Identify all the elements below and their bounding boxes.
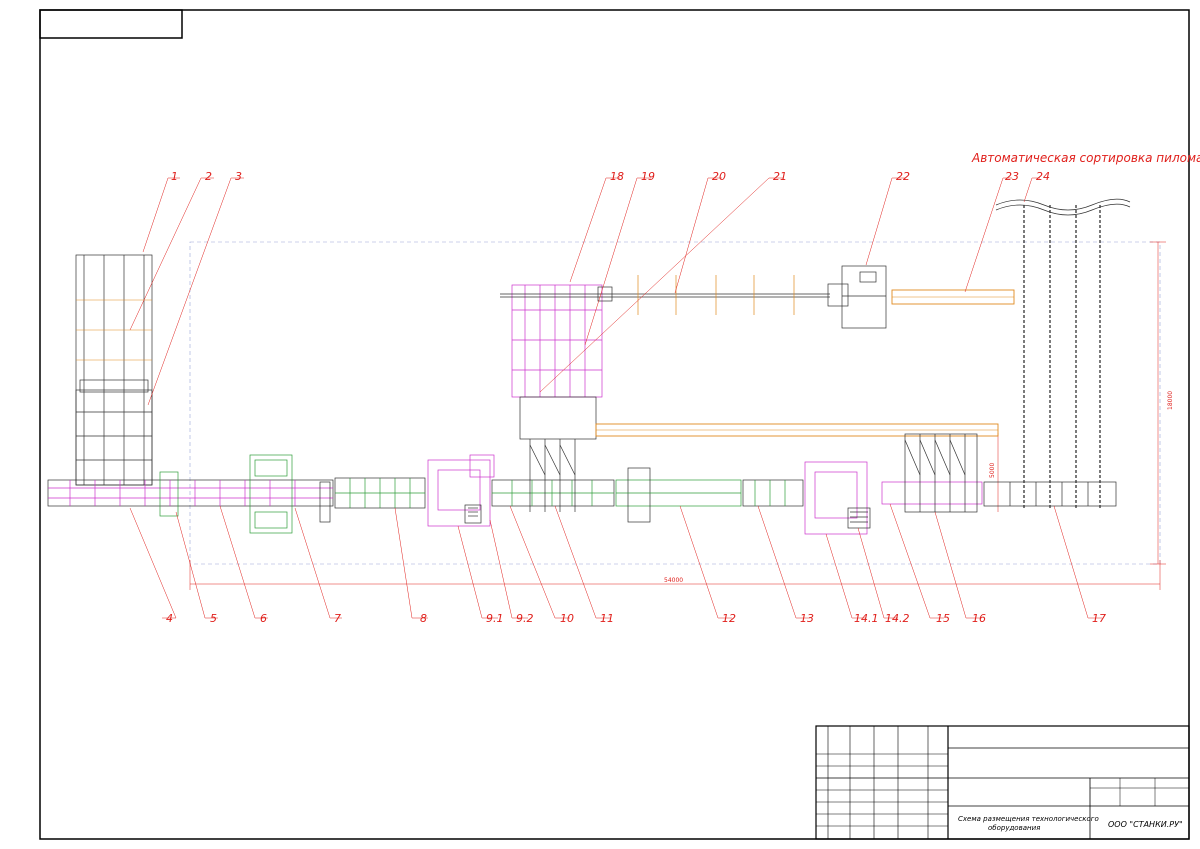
callout-label: 13: [800, 612, 814, 625]
callout-leaders-top: [129, 177, 1040, 406]
callout-label: 3: [235, 170, 242, 183]
dimension-small-label: 5000: [989, 463, 996, 478]
transfer-conveyor-10-11: [491, 479, 615, 507]
dimension-width: 18000: [1150, 241, 1174, 565]
corner-stamp-box: [39, 9, 183, 39]
title-block-caption-line2: оборудования: [988, 824, 1040, 832]
conveyor-12: [615, 467, 742, 523]
callout-label: 17: [1092, 612, 1106, 625]
main-infeed-conveyor: [47, 454, 334, 534]
callout-label: 2: [205, 170, 212, 183]
callout-label: 15: [936, 612, 950, 625]
callout-label: 19: [641, 170, 655, 183]
sorting-rails-24: [995, 198, 1131, 510]
callout-label: 8: [420, 612, 427, 625]
title-block-company: ООО "СТАНКИ.РУ": [1108, 820, 1183, 829]
callout-leaders-bottom: [129, 503, 1102, 619]
transfer-beam-21: [595, 423, 999, 437]
callout-label: 11: [600, 612, 614, 625]
processing-machine-14: [804, 461, 871, 535]
upper-rail-20: [500, 275, 830, 315]
callout-label: 5: [210, 612, 217, 625]
callout-labels-top: 1 2 3 18 19 20 21 22 23 24: [171, 170, 1050, 183]
title-block-caption-line1: Схема размещения технологического: [958, 815, 1099, 823]
callout-label: 12: [722, 612, 736, 625]
callout-label: 21: [773, 170, 787, 183]
callout-label: 10: [560, 612, 574, 625]
plant-envelope: [189, 241, 1161, 565]
callout-label: 16: [972, 612, 986, 625]
stacker-machine-22: [827, 265, 887, 329]
drawing-title: Автоматическая сортировка пиломатериала: [971, 151, 1200, 165]
dimension-small: 5000: [989, 433, 999, 512]
infeed-deck: [75, 254, 153, 486]
callout-labels-bottom: 4 5 6 7 8 9.1 9.2 10 11 12 13 14.1 14.2 …: [166, 612, 1106, 625]
dimension-length: 54000: [189, 560, 1161, 590]
dimension-length-label: 54000: [664, 577, 683, 584]
callout-label: 20: [712, 170, 726, 183]
callout-label: 24: [1036, 170, 1050, 183]
callout-label: 9.1: [486, 612, 504, 625]
scanner-station-9: [427, 454, 495, 527]
roller-conveyor-8: [334, 477, 426, 509]
callout-label: 23: [1005, 170, 1019, 183]
callout-label: 14.1: [854, 612, 879, 625]
dimension-width-label: 18000: [1167, 391, 1174, 410]
callout-label: 14.2: [885, 612, 910, 625]
callout-label: 6: [260, 612, 267, 625]
end-sorter-15-16: [881, 433, 983, 513]
callout-label: 4: [166, 612, 173, 625]
callout-label: 1: [171, 170, 178, 183]
stacker-feed-23: [891, 289, 1015, 305]
conveyor-13: [742, 479, 804, 507]
callout-label: 18: [610, 170, 624, 183]
title-block: [815, 725, 1190, 840]
sheet-frame: [39, 9, 1190, 840]
callout-label: 7: [334, 612, 341, 625]
upper-sorter-18-19: [511, 284, 613, 512]
outfeed-conveyor-17: [983, 481, 1117, 507]
callout-label: 9.2: [516, 612, 534, 625]
callout-label: 22: [896, 170, 910, 183]
